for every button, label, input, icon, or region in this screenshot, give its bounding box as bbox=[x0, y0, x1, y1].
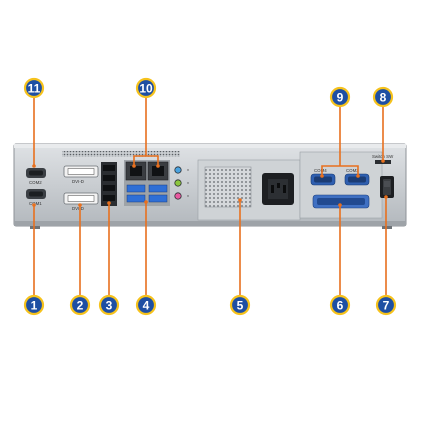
callout-2-number: 2 bbox=[77, 299, 84, 313]
callout-8: 8 bbox=[372, 86, 394, 108]
parallel-port bbox=[312, 194, 370, 209]
com3-label: COM3 bbox=[346, 168, 359, 173]
callout-3-number: 3 bbox=[106, 299, 113, 313]
com4-label: COM4 bbox=[314, 168, 327, 173]
callout-7: 7 bbox=[375, 294, 397, 316]
lan-usb3-ports bbox=[124, 160, 170, 206]
callout-9: 9 bbox=[329, 86, 351, 108]
callout-6: 6 bbox=[329, 294, 351, 316]
com1-label: COM1 bbox=[29, 201, 42, 206]
com-ports-left: COM2 COM1 bbox=[26, 168, 46, 206]
callout-3: 3 bbox=[98, 294, 120, 316]
callout-1-number: 1 bbox=[31, 299, 38, 313]
com-ports-right: COM4 COM3 bbox=[310, 168, 370, 186]
callout-6-number: 6 bbox=[337, 299, 344, 313]
dvi-label-top: DVI-D bbox=[72, 179, 84, 184]
callout-10-number: 10 bbox=[139, 82, 153, 96]
com2-label: COM2 bbox=[29, 180, 42, 185]
callout-5: 5 bbox=[229, 294, 251, 316]
callout-11-number: 11 bbox=[28, 82, 41, 96]
callout-2: 2 bbox=[69, 294, 91, 316]
callout-badges: 11 10 9 8 1 2 3 4 bbox=[23, 77, 397, 316]
top-vent bbox=[62, 151, 180, 157]
usb2-ports bbox=[101, 162, 117, 206]
dvi-ports: DVI-D DVI-D bbox=[63, 165, 99, 211]
callout-1: 1 bbox=[23, 294, 45, 316]
callout-7-number: 7 bbox=[383, 299, 390, 313]
dvi-label-bottom: DVI-D bbox=[72, 206, 84, 211]
leader-lines bbox=[32, 96, 388, 297]
ac-power-inlet bbox=[262, 173, 294, 205]
callout-9-number: 9 bbox=[337, 91, 344, 105]
callout-10: 10 bbox=[135, 77, 157, 99]
audio-jacks bbox=[174, 166, 189, 200]
fan-grill bbox=[204, 166, 252, 208]
callout-5-number: 5 bbox=[237, 299, 244, 313]
callout-11: 11 bbox=[23, 77, 45, 99]
callout-8-number: 8 bbox=[380, 91, 387, 105]
callout-4-number: 4 bbox=[143, 299, 150, 313]
callout-4: 4 bbox=[135, 294, 157, 316]
